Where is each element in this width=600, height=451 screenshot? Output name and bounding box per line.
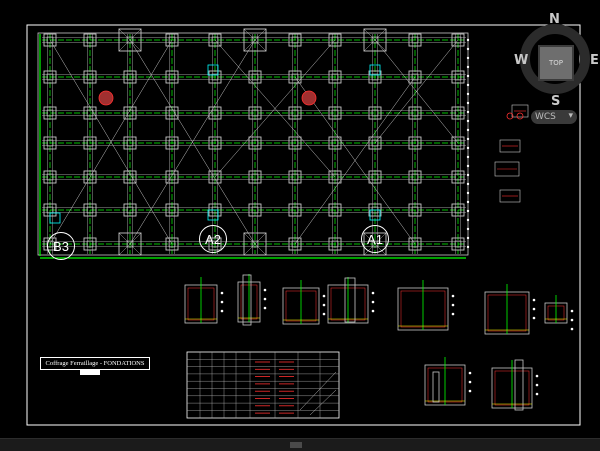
horizontal-scrollbar[interactable] <box>0 438 600 451</box>
chevron-down-icon: ▾ <box>568 111 573 121</box>
east-icon[interactable]: E <box>590 53 599 68</box>
viewcube[interactable]: TOP N S E W <box>510 12 600 109</box>
wcs-menu[interactable]: WCS ▾ <box>531 110 577 124</box>
scrollbar-thumb[interactable] <box>290 442 302 448</box>
foundation-plan <box>37 28 470 259</box>
drawing-sheet <box>26 24 581 426</box>
viewcube-top-face[interactable]: TOP <box>540 47 572 79</box>
wcs-label: WCS <box>535 112 556 122</box>
south-icon[interactable]: S <box>551 94 561 109</box>
grid-label-a2: A2 <box>199 225 227 253</box>
west-icon[interactable]: W <box>514 53 529 68</box>
title-underline <box>80 370 100 375</box>
detail-views <box>184 104 574 411</box>
grid-label-a1: A1 <box>361 225 389 253</box>
grid-label-b3: B3 <box>47 232 75 260</box>
rebar-table <box>186 351 340 419</box>
drawing-title: Coffrage Ferraillage - FONDATIONS <box>40 357 150 370</box>
compass-ring[interactable] <box>520 24 590 94</box>
north-icon[interactable]: N <box>549 12 560 27</box>
